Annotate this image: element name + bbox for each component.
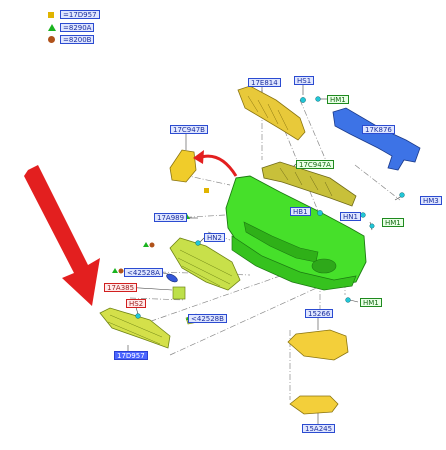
label-42528b[interactable]: <42528B xyxy=(188,314,227,323)
legend-label-3: =8200B xyxy=(60,35,95,44)
upper-grille-mesh xyxy=(177,249,233,287)
label-hn2[interactable]: HN2 xyxy=(204,233,225,242)
curved-arrow-head xyxy=(193,150,204,164)
label-hm1-top[interactable]: HM1 xyxy=(327,95,349,104)
bracket-17c947b xyxy=(169,149,197,183)
pointer-arrow xyxy=(24,165,100,306)
lower-bracket-15a245 xyxy=(289,395,339,415)
label-17c947a[interactable]: 17C947A xyxy=(296,160,334,169)
reinforcement-ribs xyxy=(247,95,289,131)
legend-triangle-icon xyxy=(48,24,56,31)
label-hs1[interactable]: HS1 xyxy=(294,76,315,85)
label-17a385[interactable]: 17A385 xyxy=(104,283,138,292)
label-hs2[interactable]: HS2 xyxy=(126,299,147,308)
bumper-lower-lip xyxy=(231,235,357,291)
label-17d957[interactable]: 17D957 xyxy=(114,351,148,360)
label-42528a[interactable]: <42528A xyxy=(124,268,163,277)
circle-marker-2 xyxy=(118,268,124,274)
legend-label-2: =8290A xyxy=(60,23,95,32)
fog-lamp-opening xyxy=(311,258,337,274)
label-17k876[interactable]: 17K876 xyxy=(362,125,395,134)
lower-grille xyxy=(99,307,171,349)
label-hm1-mid[interactable]: HM1 xyxy=(382,218,404,227)
label-17a989[interactable]: 17A989 xyxy=(154,213,188,222)
label-17c947b[interactable]: 17C947B xyxy=(170,125,208,134)
upper-reinforcement-bracket xyxy=(237,85,306,141)
blue-clip xyxy=(166,273,178,283)
fastener-screws xyxy=(135,96,405,319)
bumper-beam xyxy=(332,107,421,171)
triangle-marker-2 xyxy=(143,242,149,247)
label-17e814[interactable]: 17E814 xyxy=(248,78,281,87)
label-hm1-low[interactable]: HM1 xyxy=(360,298,382,307)
triangle-marker-3 xyxy=(112,268,118,273)
lower-grille-mesh xyxy=(107,314,163,345)
upper-grille xyxy=(169,237,241,291)
bracket-ribs xyxy=(279,167,333,197)
curved-arrow xyxy=(197,154,238,177)
label-hb1[interactable]: HB1 xyxy=(290,207,311,216)
circle-marker-1 xyxy=(149,242,155,248)
legend-square-icon xyxy=(48,12,54,18)
label-hn1[interactable]: HN1 xyxy=(340,212,361,221)
lower-deflector-15266 xyxy=(287,329,349,361)
bracket-17a385 xyxy=(172,286,186,300)
label-15a245[interactable]: 15A245 xyxy=(302,424,336,433)
label-15266[interactable]: 15266 xyxy=(305,309,334,318)
legend-circle-icon xyxy=(48,36,55,43)
legend-label-1: =17D957 xyxy=(60,10,100,19)
square-marker xyxy=(204,188,209,193)
label-hm3[interactable]: HM3 xyxy=(420,196,442,205)
